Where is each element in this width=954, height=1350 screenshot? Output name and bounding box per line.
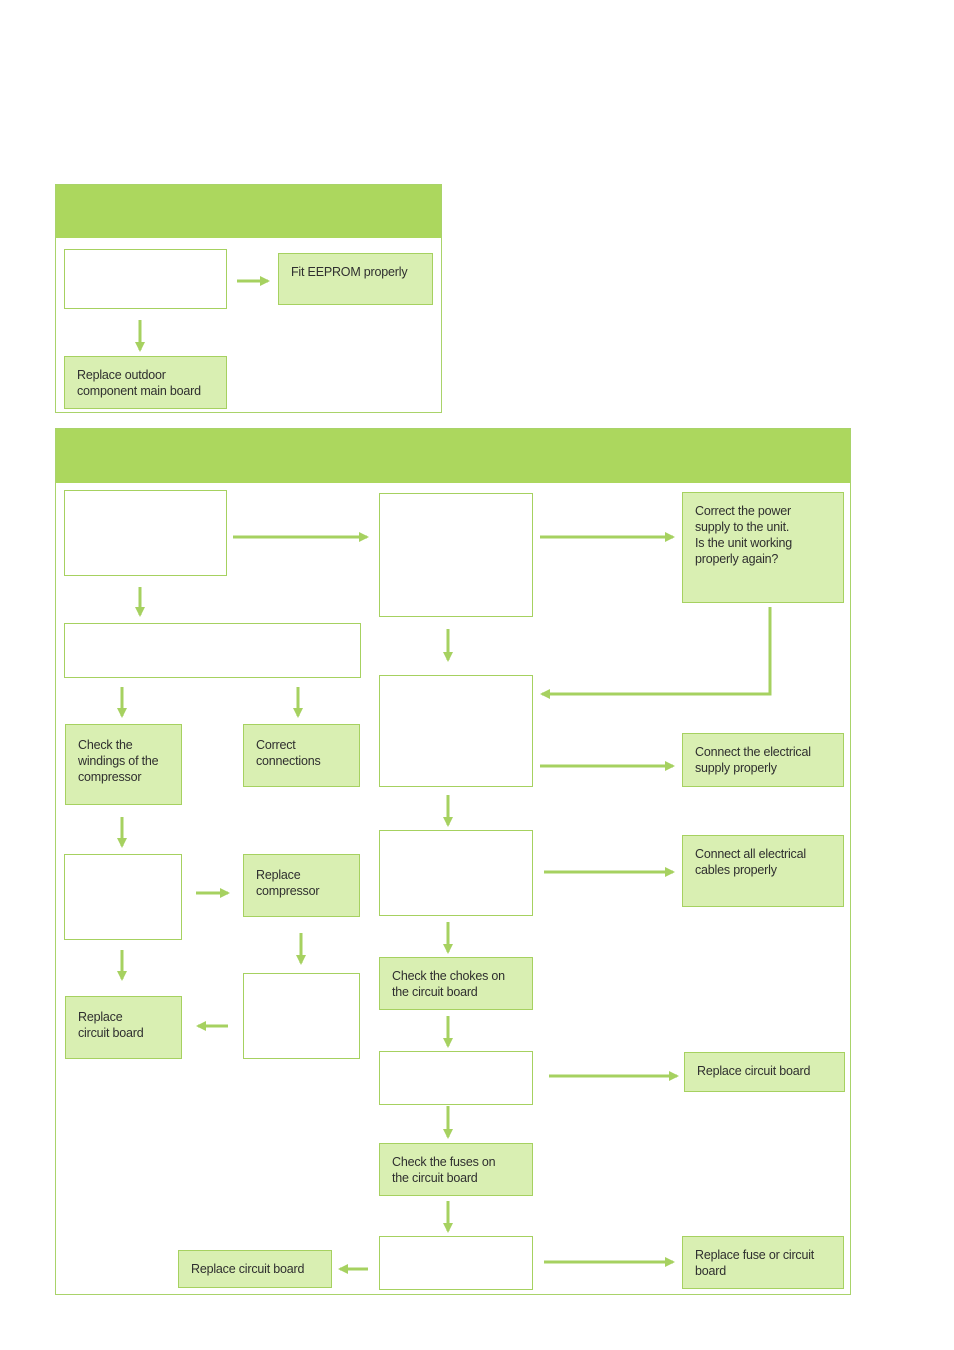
check-fuses-label: Check the fuses on the circuit board bbox=[392, 1155, 496, 1185]
question-box-fuses bbox=[379, 1236, 533, 1290]
fit-eeprom-label: Fit EEPROM properly bbox=[291, 265, 408, 279]
question-box-compressor bbox=[243, 973, 360, 1059]
replace-circuit-board-left-label: Replace circuit board bbox=[78, 1010, 144, 1040]
fit-eeprom-box: Fit EEPROM properly bbox=[278, 253, 433, 305]
correct-power-box: Correct the power supply to the unit. Is… bbox=[682, 492, 844, 603]
check-windings-box: Check the windings of the compressor bbox=[65, 724, 182, 805]
replace-compressor-label: Replace compressor bbox=[256, 868, 320, 898]
correct-connections-label: Correct connections bbox=[256, 738, 321, 768]
question-box-cables bbox=[379, 830, 533, 916]
connect-electrical-supply-label: Connect the electrical supply properly bbox=[695, 745, 811, 775]
replace-circuit-board-bottom-box: Replace circuit board bbox=[178, 1250, 332, 1288]
replace-fuse-box: Replace fuse or circuit board bbox=[682, 1236, 844, 1289]
check-chokes-box: Check the chokes on the circuit board bbox=[379, 957, 533, 1010]
top-question-box bbox=[64, 249, 227, 309]
replace-circuit-board-right-box: Replace circuit board bbox=[684, 1052, 845, 1092]
check-chokes-label: Check the chokes on the circuit board bbox=[392, 969, 505, 999]
question-box-1 bbox=[64, 490, 227, 576]
check-fuses-box: Check the fuses on the circuit board bbox=[379, 1143, 533, 1196]
question-box-power bbox=[379, 493, 533, 617]
replace-compressor-box: Replace compressor bbox=[243, 854, 360, 917]
bottom-panel-header bbox=[56, 429, 850, 483]
check-windings-label: Check the windings of the compressor bbox=[78, 738, 159, 784]
top-panel-header bbox=[56, 185, 441, 238]
connect-electrical-supply-box: Connect the electrical supply properly bbox=[682, 733, 844, 787]
replace-main-board-box: Replace outdoor component main board bbox=[64, 356, 227, 409]
connect-all-cables-label: Connect all electrical cables properly bbox=[695, 847, 806, 877]
correct-connections-box: Correct connections bbox=[243, 724, 360, 787]
question-box-supply bbox=[379, 675, 533, 787]
correct-power-label: Correct the power supply to the unit. Is… bbox=[695, 504, 792, 566]
replace-circuit-board-bottom-label: Replace circuit board bbox=[191, 1262, 305, 1276]
replace-fuse-label: Replace fuse or circuit board bbox=[695, 1248, 815, 1278]
question-box-windings bbox=[64, 854, 182, 940]
connect-all-cables-box: Connect all electrical cables properly bbox=[682, 835, 844, 907]
replace-circuit-board-left-box: Replace circuit board bbox=[65, 996, 182, 1059]
replace-main-board-label: Replace outdoor component main board bbox=[77, 368, 201, 398]
replace-circuit-board-right-label: Replace circuit board bbox=[697, 1064, 811, 1078]
question-box-chokes bbox=[379, 1051, 533, 1105]
question-box-wide bbox=[64, 623, 361, 678]
